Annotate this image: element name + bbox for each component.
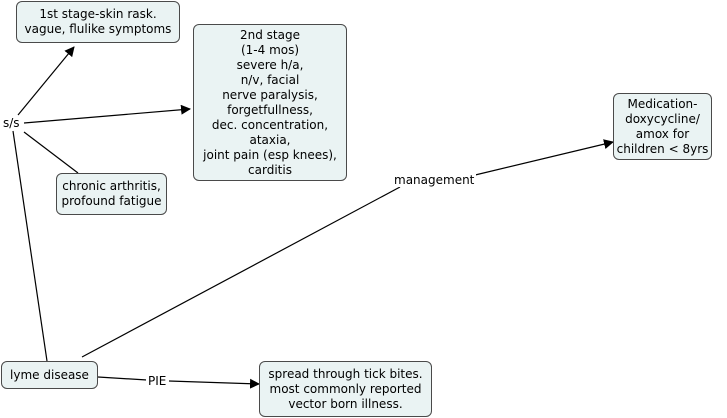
spread-line-2: most commonly reported [269, 381, 422, 396]
medication-line-3: amox for [635, 126, 690, 141]
stage2-line-8: ataxia, [249, 132, 291, 147]
stage2-line-5: nerve paralysis, [222, 87, 318, 102]
stage2-line-9: joint pain (esp knees), [203, 147, 337, 162]
ss-label: s/s [2, 116, 21, 130]
chronic-line-1: chronic arthritis, [62, 179, 161, 193]
stage2-line-3: severe h/a, [236, 57, 304, 72]
edge-ss-to-stage1 [17, 46, 75, 116]
edge-pie-to-spread [168, 378, 260, 389]
spread-line-1: spread through tick bites. [268, 366, 423, 381]
stage2-node[interactable]: 2nd stage (1-4 mos) severe h/a, n/v, fac… [193, 24, 347, 181]
edge-ss-to-stage2 [23, 104, 191, 124]
edge-management-to-medication [470, 139, 614, 177]
lyme-disease-node[interactable]: lyme disease [1, 361, 98, 389]
lyme-line-1: lyme disease [10, 367, 89, 382]
chronic-line-2: profound fatigue [61, 194, 162, 208]
edge-ss-to-chronic [23, 131, 79, 174]
spread-line-3: vector born illness. [288, 396, 403, 411]
edge-lyme-to-management [81, 186, 401, 358]
stage2-line-2: (1-4 mos) [240, 42, 300, 57]
chronic-node[interactable]: chronic arthritis, profound fatigue [56, 173, 167, 215]
medication-node[interactable]: Medication- doxycycline/ amox for childr… [613, 93, 712, 160]
stage2-line-1: 2nd stage [240, 27, 300, 42]
stage2-line-6: forgetfullness, [227, 102, 313, 117]
medication-line-2: doxycycline/ [625, 111, 700, 126]
medication-line-4: children < 8yrs [616, 141, 709, 156]
management-label: management [392, 173, 477, 187]
stage2-line-4: n/v, facial [240, 72, 300, 87]
spread-node[interactable]: spread through tick bites. most commonly… [259, 361, 432, 417]
stage2-line-7: dec. concentration, [211, 117, 329, 132]
stage1-line-2: vague, flulike symptoms [24, 22, 172, 36]
pie-label: PIE [146, 374, 169, 388]
edge-lyme-to-pie [97, 376, 148, 381]
stage2-line-10: carditis [248, 162, 292, 177]
edge-lyme-to-ss [12, 130, 48, 362]
stage1-line-1: 1st stage-skin rask. [39, 7, 157, 21]
stage1-node[interactable]: 1st stage-skin rask. vague, flulike symp… [16, 1, 180, 43]
medication-line-1: Medication- [627, 96, 698, 111]
